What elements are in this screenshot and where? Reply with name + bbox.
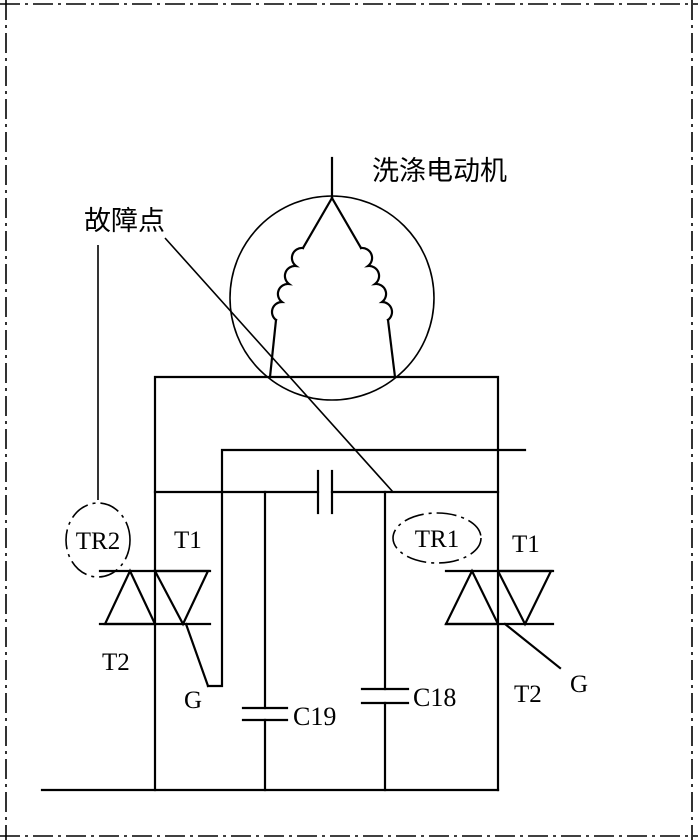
tr2-marker bbox=[65, 502, 131, 578]
fault-leader-line bbox=[164, 237, 394, 493]
triac-tr2 bbox=[98, 568, 212, 688]
wiring bbox=[40, 375, 527, 792]
tr2-id: TR2 bbox=[76, 528, 120, 555]
tr2-t1-label: T1 bbox=[174, 527, 202, 554]
fault-point-label: 故障点 bbox=[84, 206, 165, 236]
c18-label: C18 bbox=[413, 683, 456, 712]
washing-motor bbox=[229, 156, 435, 401]
tr1-marker bbox=[392, 512, 482, 564]
tr1-t1-label: T1 bbox=[512, 531, 540, 558]
tr1-id: TR1 bbox=[415, 526, 459, 553]
tr1-g-label: G bbox=[570, 671, 588, 698]
triac-tr1 bbox=[444, 568, 562, 670]
tr2-t2-label: T2 bbox=[102, 649, 130, 676]
series-capacitor bbox=[316, 469, 334, 515]
capacitor-c18 bbox=[360, 687, 410, 705]
tr2-g-label: G bbox=[184, 687, 202, 714]
tr1-t2-label: T2 bbox=[514, 681, 542, 708]
c19-label: C19 bbox=[293, 702, 336, 731]
motor-label: 洗涤电动机 bbox=[372, 156, 507, 186]
capacitor-c19 bbox=[241, 706, 289, 722]
